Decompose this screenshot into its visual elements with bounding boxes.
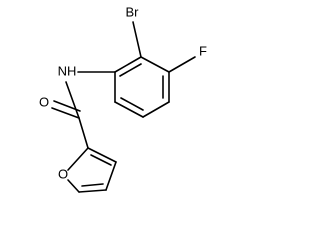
double-bond-c1-c2: [119, 63, 142, 77]
bond-c2-br: [132, 21, 142, 58]
carbonyl-oxygen-label: O: [39, 94, 49, 109]
bond-n-carbonyl: [65, 81, 80, 119]
bond-c4-c5: [142, 101, 170, 118]
double-bond-carbonyl-o: [53, 100, 81, 112]
furan-ring: [67, 147, 117, 193]
double-bond-c5-c6: [120, 97, 144, 111]
bond-c1-c2: [114, 56, 142, 73]
bond-o-f2: [67, 147, 89, 171]
fluorine-atom-label: F: [199, 43, 207, 58]
molecule-structure: Br F NH O O: [39, 4, 207, 193]
bond-f3-f4: [105, 161, 117, 191]
bond-carbonyl-o: [51, 107, 80, 119]
bond-c4-f: [168, 56, 196, 73]
bond-f5-o: [67, 179, 80, 193]
furan-oxygen-label: O: [58, 166, 68, 181]
bond-c5-c6: [114, 101, 144, 118]
benzene-ring: [114, 56, 170, 118]
double-bond-f4-f5: [81, 183, 104, 187]
bromine-atom-label: Br: [126, 4, 140, 19]
bond-carbonyl-furan: [78, 117, 89, 149]
bond-f4-f5: [78, 189, 107, 193]
bond-c2-c3: [140, 56, 170, 73]
double-bond-f2-f3: [90, 154, 112, 166]
amide-nitrogen-label: NH: [58, 63, 77, 78]
bond-f2-f3: [87, 147, 117, 163]
